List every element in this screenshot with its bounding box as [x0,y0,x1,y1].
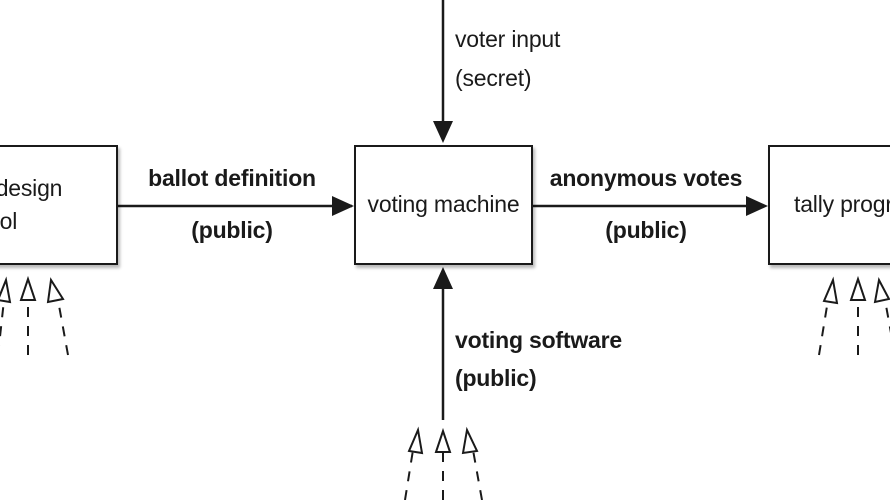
ballot-design-tool-label: ballot design tool [0,172,62,239]
voting-machine-label: voting machine [367,191,520,218]
anonymous-votes-arrowhead [746,196,768,216]
voter-input-label: voter input [455,26,561,52]
voting-software-arrowhead [433,267,453,289]
voter-input-arrowhead [433,121,453,143]
anonymous-votes-label: anonymous votes [549,165,743,191]
voting-software-visibility: (public) [455,365,537,391]
voting-software-label: voting software [455,327,622,353]
ballot-design-tool-label-line2: tool [0,208,18,234]
tally-program-box: tally program [768,145,890,265]
ballot-design-tool-box: ballot design tool [0,145,118,265]
voting-machine-box: voting machine [354,145,533,265]
tally-program-label: tally program [794,191,890,218]
ballot-definition-label: ballot definition [148,165,316,191]
voter-input-visibility: (secret) [455,65,532,91]
voting-software-untrusted-inputs [404,426,483,500]
anonymous-votes-visibility: (public) [605,217,687,243]
design-tool-untrusted-inputs [0,275,69,356]
tally-program-untrusted-inputs [818,275,890,356]
ballot-design-tool-label-line1: ballot design [0,174,63,201]
ballot-definition-visibility: (public) [191,217,273,243]
ballot-definition-arrowhead [332,196,354,216]
